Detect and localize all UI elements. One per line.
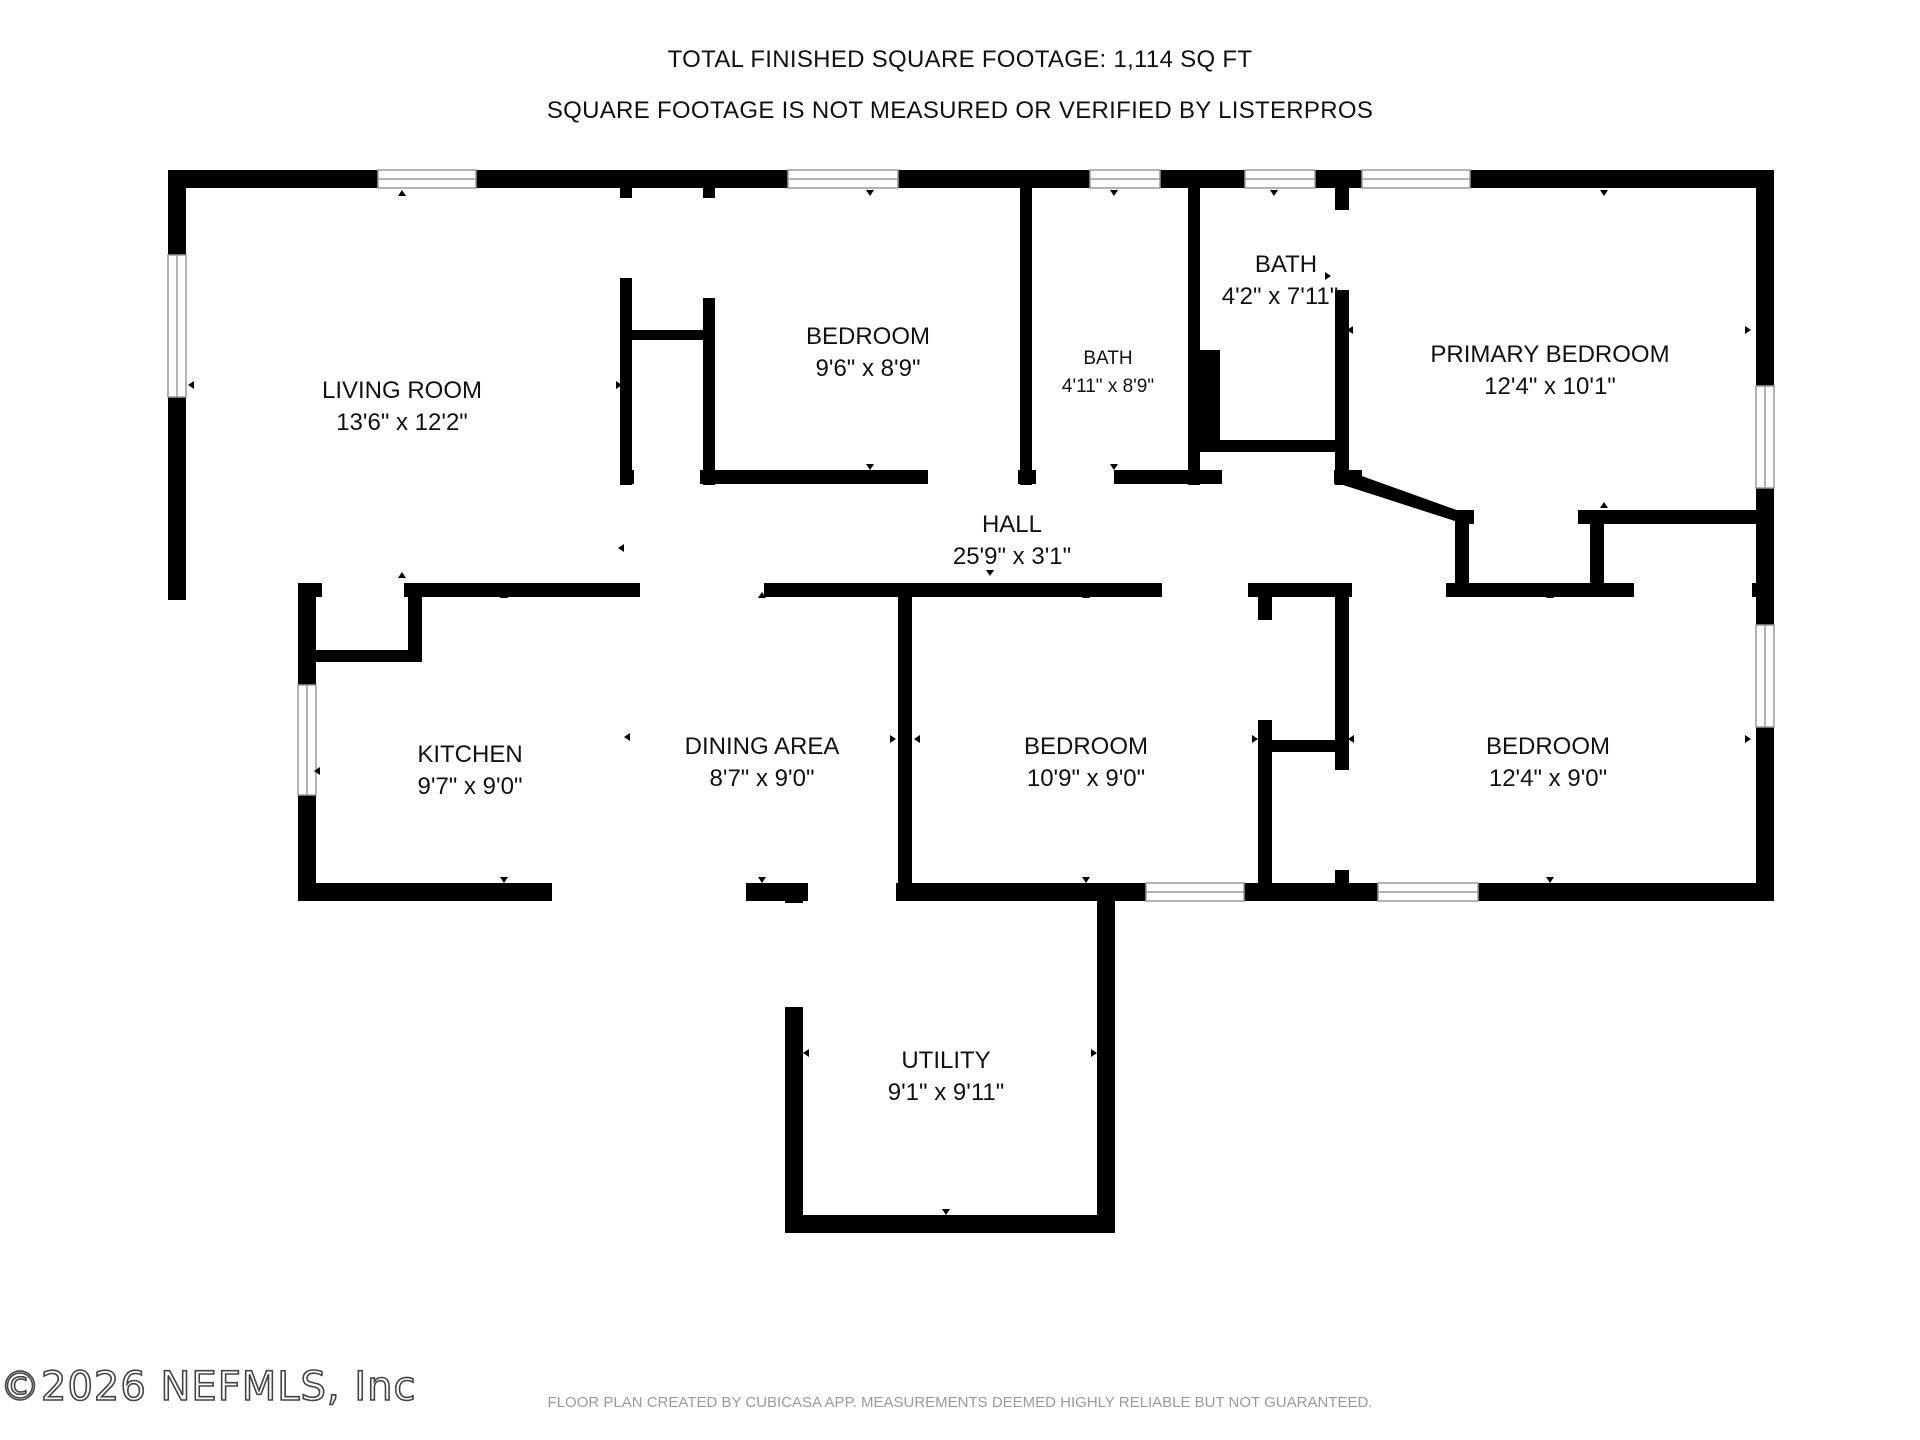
bath-2-name: BATH	[1255, 251, 1317, 278]
primary-bedroom-name: PRIMARY BEDROOM	[1430, 341, 1669, 368]
primary-bedroom-dims: 12'4" x 10'1"	[1484, 373, 1616, 400]
dimension-markers	[188, 190, 1751, 1215]
floor-plan-footer: FLOOR PLAN CREATED BY CUBICASA APP. MEAS…	[547, 1394, 1373, 1411]
bath-2-dims: 4'2" x 7'11"	[1222, 283, 1339, 310]
living-room-dims: 13'6" x 12'2"	[336, 409, 468, 436]
copyright-watermark: ©2026 NEFMLS, Inc	[0, 1363, 417, 1411]
bath-1-dims: 4'11" x 8'9"	[1062, 376, 1154, 397]
bedroom-3-dims: 12'4" x 9'0"	[1489, 765, 1607, 792]
bedroom-1-dims: 9'6" x 8'9"	[816, 355, 921, 382]
openings	[188, 198, 1752, 1007]
utility-dims: 9'1" x 9'11"	[888, 1079, 1005, 1106]
hall-name: HALL	[982, 511, 1042, 538]
dining-area-dims: 8'7" x 9'0"	[710, 765, 815, 792]
bedroom-2-name: BEDROOM	[1024, 733, 1148, 760]
square-footage-disclaimer: SQUARE FOOTAGE IS NOT MEASURED OR VERIFI…	[546, 97, 1374, 124]
bedroom-2-dims: 10'9" x 9'0"	[1027, 765, 1145, 792]
total-square-footage: TOTAL FINISHED SQUARE FOOTAGE: 1,114 SQ …	[667, 46, 1253, 73]
dining-area-name: DINING AREA	[685, 733, 840, 760]
utility-name: UTILITY	[901, 1047, 990, 1074]
window-mid-lines	[176, 178, 1766, 893]
bath-1-name: BATH	[1083, 348, 1132, 369]
kitchen-name: KITCHEN	[417, 741, 522, 768]
hall-dims: 25'9" x 3'1"	[953, 543, 1071, 570]
living-room-name: LIVING ROOM	[322, 377, 482, 404]
bedroom-3-name: BEDROOM	[1486, 733, 1610, 760]
room-labels: LIVING ROOM 13'6" x 12'2" BEDROOM 9'6" x…	[322, 251, 1670, 1106]
kitchen-dims: 9'7" x 9'0"	[418, 773, 523, 800]
bedroom-1-name: BEDROOM	[806, 323, 930, 350]
